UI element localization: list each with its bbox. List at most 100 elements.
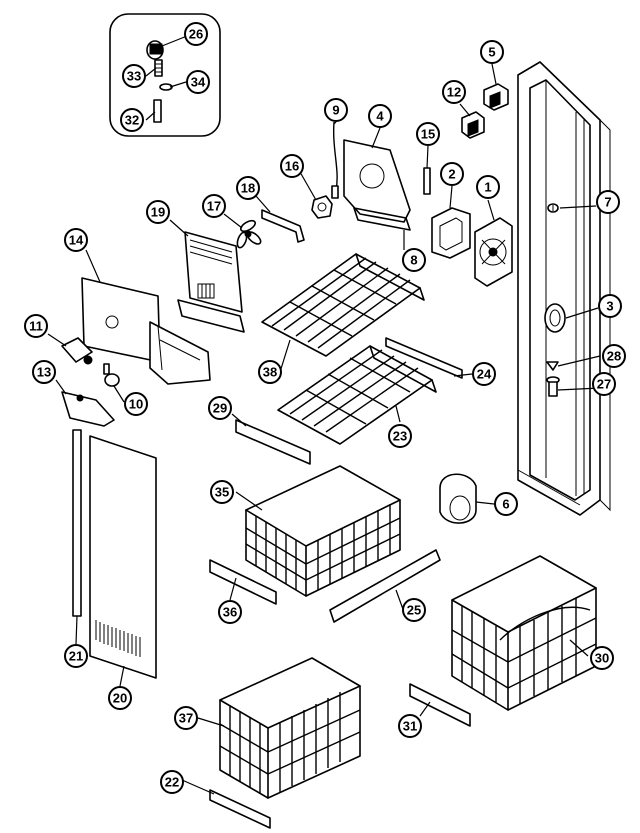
callout-5-label: 5 [488, 45, 495, 60]
callout-34: 34 [186, 70, 210, 94]
part-4-shape [343, 139, 411, 231]
callout-36-label: 36 [223, 605, 237, 620]
callout-11-label: 11 [29, 319, 43, 334]
callout-31-label: 31 [403, 719, 417, 734]
callout-27: 27 [592, 372, 616, 396]
leader-lines [47, 33, 601, 795]
callout-15: 15 [416, 122, 440, 146]
part-21-shape [72, 429, 82, 617]
callout-19-label: 19 [151, 205, 165, 220]
part-1-shape [474, 217, 513, 287]
part-37-shape [219, 657, 361, 799]
callout-32: 32 [120, 108, 144, 132]
callout-13: 13 [32, 360, 56, 384]
callout-7: 7 [596, 190, 620, 214]
part-25-shape [329, 549, 441, 623]
callout-9: 9 [324, 98, 348, 122]
part-9-shape [331, 121, 339, 199]
part-2-shape [431, 207, 471, 259]
callout-9-label: 9 [332, 103, 339, 118]
part-31-shape [409, 683, 471, 727]
part-10-shape [103, 363, 120, 387]
callout-6-label: 6 [502, 497, 509, 512]
callout-36: 36 [218, 600, 242, 624]
part-24-shape [385, 337, 463, 379]
part-5-shape [483, 83, 509, 111]
part-30-shape [451, 555, 597, 711]
callout-2-label: 2 [448, 167, 455, 182]
callout-29: 29 [208, 396, 232, 420]
callout-35-label: 35 [215, 485, 229, 500]
part-17-shape [236, 219, 262, 249]
callout-37-label: 37 [179, 711, 193, 726]
callout-3: 3 [598, 294, 622, 318]
callout-21-label: 21 [69, 649, 83, 664]
callout-14: 14 [64, 228, 88, 252]
callout-21: 21 [64, 644, 88, 668]
callout-28-label: 28 [607, 349, 621, 364]
callout-4-label: 4 [376, 109, 384, 124]
part-15-shape [423, 167, 431, 195]
callout-19: 19 [146, 200, 170, 224]
callout-6: 6 [494, 492, 518, 516]
callout-12: 12 [442, 80, 466, 104]
callout-16-label: 16 [285, 159, 299, 174]
part-11-shape [61, 337, 93, 365]
callout-17: 17 [202, 194, 226, 218]
callout-10: 10 [124, 392, 148, 416]
callout-3-label: 3 [606, 299, 613, 314]
callout-16: 16 [280, 154, 304, 178]
callout-18: 18 [236, 176, 260, 200]
callout-31: 31 [398, 714, 422, 738]
callout-32-label: 32 [125, 113, 139, 128]
callout-27-label: 27 [597, 377, 611, 392]
callout-25-label: 25 [407, 603, 421, 618]
callout-8: 8 [402, 248, 426, 272]
part-12-shape [461, 111, 485, 139]
callout-26-label: 26 [189, 27, 203, 42]
part-6-shape [439, 473, 477, 524]
callout-20: 20 [108, 686, 132, 710]
part-3-shape [544, 303, 566, 333]
callout-22-label: 22 [165, 775, 179, 790]
callout-14-label: 14 [69, 233, 84, 248]
callout-35: 35 [210, 480, 234, 504]
callout-4: 4 [368, 104, 392, 128]
callout-7-label: 7 [604, 195, 611, 210]
part-19-shape [177, 231, 245, 333]
callout-24-label: 24 [477, 367, 492, 382]
callout-1-label: 1 [484, 180, 491, 195]
callout-33: 33 [122, 64, 146, 88]
callout-30: 30 [590, 646, 614, 670]
callout-8-label: 8 [410, 253, 417, 268]
callout-34-label: 34 [191, 75, 206, 90]
part-13-shape [61, 391, 115, 427]
part-22-shape [209, 789, 271, 829]
callout-22: 22 [160, 770, 184, 794]
part-23-shape [277, 345, 437, 445]
callout-25: 25 [402, 598, 426, 622]
callout-10-label: 10 [129, 397, 143, 412]
callout-20-label: 20 [113, 691, 127, 706]
callout-13-label: 13 [37, 365, 51, 380]
cabinet-liner [517, 61, 611, 516]
callout-30-label: 30 [595, 651, 609, 666]
part-36-shape [209, 559, 277, 605]
callout-17-label: 17 [207, 199, 221, 214]
part-35-shape [245, 465, 401, 597]
callout-37: 37 [174, 706, 198, 730]
callout-29-label: 29 [213, 401, 227, 416]
callout-2: 2 [440, 162, 464, 186]
callout-5: 5 [480, 40, 504, 64]
part-27-28-shapes [546, 361, 560, 397]
part-20-shape [89, 435, 157, 679]
part-18-shape [261, 209, 305, 243]
callout-26: 26 [184, 22, 208, 46]
callout-15-label: 15 [421, 127, 435, 142]
callout-33-label: 33 [127, 69, 141, 84]
part-16-shape [311, 195, 333, 219]
part-7-shape [547, 203, 559, 213]
callout-18-label: 18 [241, 181, 255, 196]
callout-12-label: 12 [447, 85, 461, 100]
